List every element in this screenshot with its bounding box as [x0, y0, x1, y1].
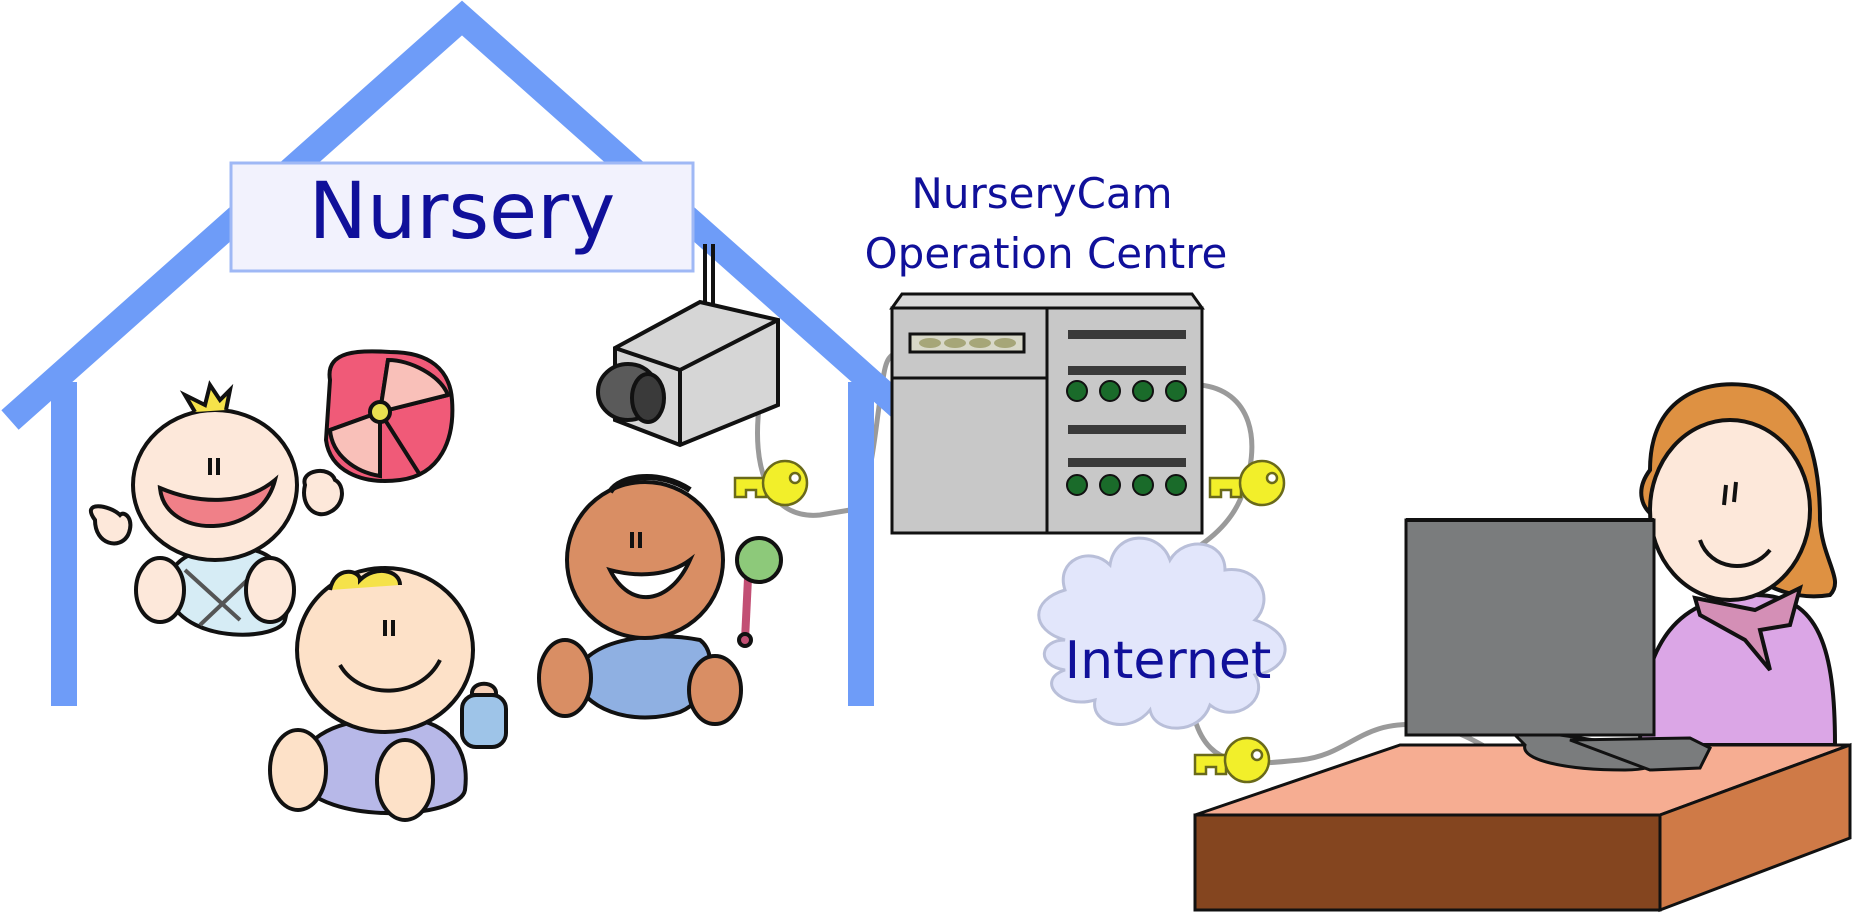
nursery-label: Nursery: [309, 167, 616, 257]
woman-face: [1648, 418, 1812, 602]
operation-centre-line2: Operation Centre: [865, 229, 1228, 278]
house-roof: [1, 0, 923, 430]
operation-centre-label: NurseryCam Operation Centre: [865, 169, 1228, 278]
nursery-sign: Nursery: [229, 161, 695, 273]
key-icon-camera: [733, 459, 809, 507]
key-icon-server: [1208, 459, 1286, 507]
desk-icon: [1193, 742, 1852, 913]
computer-icon: [1404, 518, 1713, 772]
keyboard: [1569, 736, 1713, 772]
internet-label: Internet: [1065, 631, 1271, 691]
server-slots: [1068, 330, 1186, 467]
house-right-wall: [848, 382, 874, 706]
house-left-wall: [51, 382, 77, 706]
baby-icon-bottle: [268, 566, 508, 822]
woman-icon: [1637, 382, 1838, 747]
rattle-icon: [735, 536, 783, 648]
bottle-icon: [460, 681, 508, 749]
operation-centre-line1: NurseryCam: [911, 169, 1172, 218]
baby-icon-rattle: [537, 474, 783, 726]
server-drive-bay: [908, 332, 1026, 354]
key-icon-internet: [1193, 736, 1271, 784]
cloud-icon: Internet: [1037, 536, 1287, 730]
ball-icon: [323, 349, 455, 483]
server-status-leds: [1066, 380, 1187, 496]
monitor-screen: [1404, 518, 1656, 737]
house-icon: [1, 0, 923, 706]
camera-icon: [596, 244, 780, 448]
server-drive-leds: [919, 338, 1016, 348]
server-icon: [889, 292, 1205, 535]
baby-icon-laughing: [88, 380, 344, 637]
